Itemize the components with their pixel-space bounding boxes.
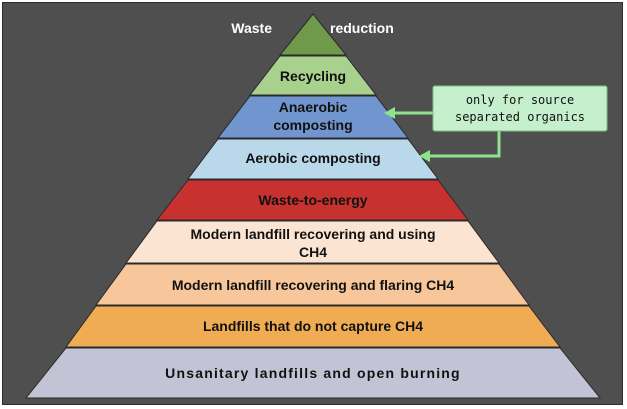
pyramid-tier-aerobic-composting	[187, 138, 439, 180]
pyramid-tier-landfill-flaring-ch4	[95, 263, 530, 306]
pyramid-tier-unsanitary-landfill	[24, 347, 602, 399]
tier-label-landfill-flaring: Modern landfill recovering and flaring C…	[172, 277, 455, 293]
connector-arrow-to-aerobic	[428, 131, 501, 158]
title-right: reduction	[330, 20, 394, 36]
note-box	[432, 85, 608, 132]
tier-label-landfill-using-line1: Modern landfill recovering and using	[190, 226, 435, 242]
note-line1: only for source	[466, 93, 574, 107]
pyramid-tier-recycling	[248, 55, 378, 96]
pyramid-tier-landfill-no-capture	[65, 305, 562, 348]
tier-label-unsanitary: Unsanitary landfills and open burning	[165, 365, 461, 381]
pyramid-tier-anaerobic-composting	[216, 95, 410, 139]
title-left: Waste	[231, 20, 272, 36]
tier-label-waste-to-energy: Waste-to-energy	[258, 192, 367, 208]
pyramid-apex-waste-reduction	[278, 13, 348, 56]
tier-label-landfill-no-capture: Landfills that do not capture CH4	[203, 318, 423, 334]
pyramid-tier-waste-to-energy	[155, 179, 469, 221]
note-connector	[384, 107, 501, 162]
arrowhead-anaerobic	[384, 107, 395, 119]
tier-label-anaerobic-line1: Anaerobic	[279, 99, 348, 115]
arrowhead-aerobic	[419, 150, 430, 162]
tier-label-recycling: Recycling	[280, 68, 346, 84]
note-line2: separated organics	[455, 110, 585, 124]
tier-label-anaerobic-line2: composting	[273, 117, 352, 133]
pyramid-tier-landfill-using-ch4	[125, 220, 500, 264]
tier-label-landfill-using-line2: CH4	[299, 244, 327, 260]
tier-label-aerobic-composting: Aerobic composting	[245, 150, 380, 166]
